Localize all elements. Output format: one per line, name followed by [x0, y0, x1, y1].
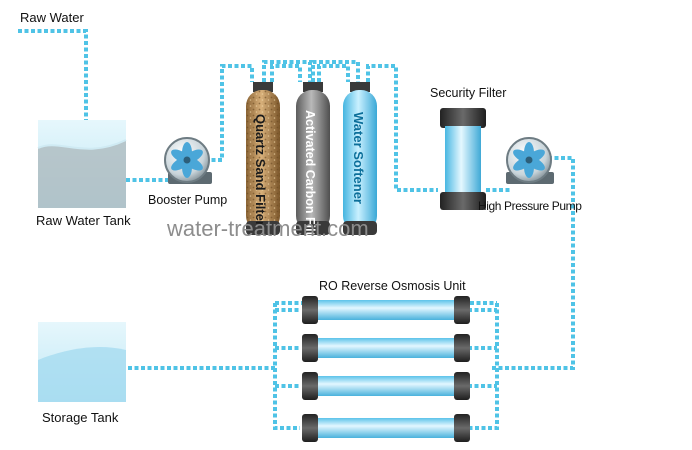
watermark: water-treatment.com: [166, 216, 369, 241]
membrane-icon: [316, 338, 458, 358]
membrane-row: [302, 334, 470, 362]
water-softener-label: Water Softener: [351, 112, 366, 204]
membrane-icon: [316, 300, 458, 320]
fan-icon: [171, 142, 203, 178]
vessel-icon: [445, 126, 481, 196]
storage-tank: [38, 322, 126, 402]
security-filter-label: Security Filter: [430, 86, 506, 100]
pipe-filter-manifold-1: [270, 64, 302, 82]
tank-water-wave: [38, 347, 126, 402]
pipe-filter-manifold-4: [311, 60, 360, 82]
activated-carbon-filter-label: Activated Carbon Filter: [303, 110, 317, 248]
pipe-ro-left-header: [273, 303, 300, 430]
membrane-row: [302, 296, 470, 324]
booster-pump-label: Booster Pump: [148, 193, 227, 207]
pipe-filter-manifold-2: [317, 64, 350, 82]
membrane-icon: [316, 376, 458, 396]
pipe-ro-right-header: [468, 303, 499, 430]
ro-unit-label: RO Reverse Osmosis Unit: [319, 279, 466, 293]
high-pressure-pump-label: High Pressure Pump: [478, 199, 582, 213]
water-softener: [343, 82, 377, 235]
raw-water-tank-label: Raw Water Tank: [36, 213, 131, 228]
pipes: [18, 29, 575, 430]
vessel-icon: [296, 90, 330, 232]
pipe-filter-manifold-3: [262, 60, 312, 82]
pipe-softener-out: [366, 64, 438, 192]
high-pressure-pump: [506, 137, 554, 184]
tank-water-wave: [38, 140, 126, 208]
pipe-hppump-down: [492, 156, 575, 370]
booster-pump: [164, 137, 212, 184]
raw-water-label: Raw Water: [20, 10, 84, 25]
ro-membranes: [302, 296, 470, 442]
storage-tank-label: Storage Tank: [42, 410, 119, 425]
pipe-booster-to-filters: [205, 64, 254, 162]
vessel-icon: [343, 90, 377, 232]
membrane-row: [302, 414, 470, 442]
pipe-raw-water-inlet: [18, 29, 88, 120]
membrane-row: [302, 372, 470, 400]
membrane-icon: [316, 418, 458, 438]
activated-carbon-filter: [296, 82, 330, 235]
quartz-sand-filter-label: Quartz Sand Filter: [253, 114, 268, 226]
raw-water-tank: [37, 120, 127, 208]
quartz-sand-filter: [246, 82, 280, 235]
fan-icon: [513, 142, 545, 178]
security-filter: [440, 108, 486, 210]
